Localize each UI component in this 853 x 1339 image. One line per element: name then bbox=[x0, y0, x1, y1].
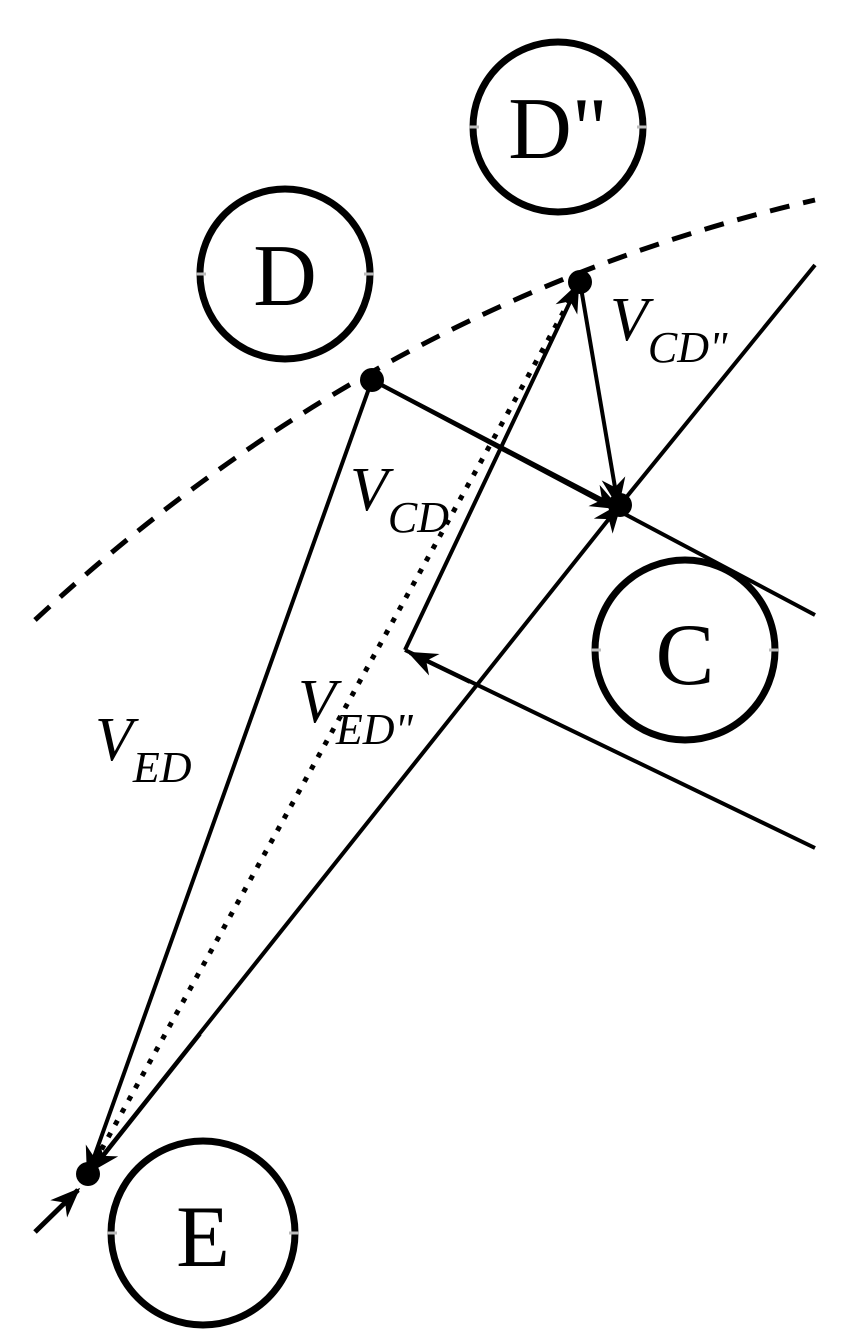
node-e: E bbox=[107, 1137, 299, 1329]
arrow-c-e-head bbox=[90, 1032, 202, 1173]
node-d2: D" bbox=[469, 38, 647, 216]
point-c bbox=[608, 493, 632, 517]
point-d bbox=[360, 368, 384, 392]
line-to-c-upper bbox=[618, 263, 817, 507]
arrow-corner-to-d2 bbox=[403, 282, 580, 651]
dashed-arc bbox=[33, 197, 816, 622]
label-v-cd2: VCD" bbox=[610, 286, 728, 372]
label-v-ed: VED bbox=[95, 706, 192, 792]
label-v-cd: VCD bbox=[350, 456, 449, 542]
node-d2-label: D" bbox=[508, 81, 607, 178]
node-e-label: E bbox=[176, 1189, 230, 1286]
arrow-into-e bbox=[33, 1187, 81, 1234]
arrow-v-cd2 bbox=[578, 281, 626, 508]
label-v-ed2: VED" bbox=[298, 668, 414, 754]
arrow-to-corner bbox=[407, 651, 471, 684]
point-d2 bbox=[568, 270, 592, 294]
arrow-v-ed bbox=[85, 379, 374, 1177]
line-lower-right bbox=[404, 648, 816, 850]
dotted-v-ed2 bbox=[85, 280, 583, 1176]
point-e bbox=[76, 1162, 100, 1186]
node-d: D bbox=[196, 185, 374, 363]
arrow-d-c bbox=[371, 378, 621, 510]
node-d-label: D bbox=[253, 228, 317, 325]
node-c-label: C bbox=[656, 607, 715, 704]
node-c: C bbox=[591, 556, 779, 744]
